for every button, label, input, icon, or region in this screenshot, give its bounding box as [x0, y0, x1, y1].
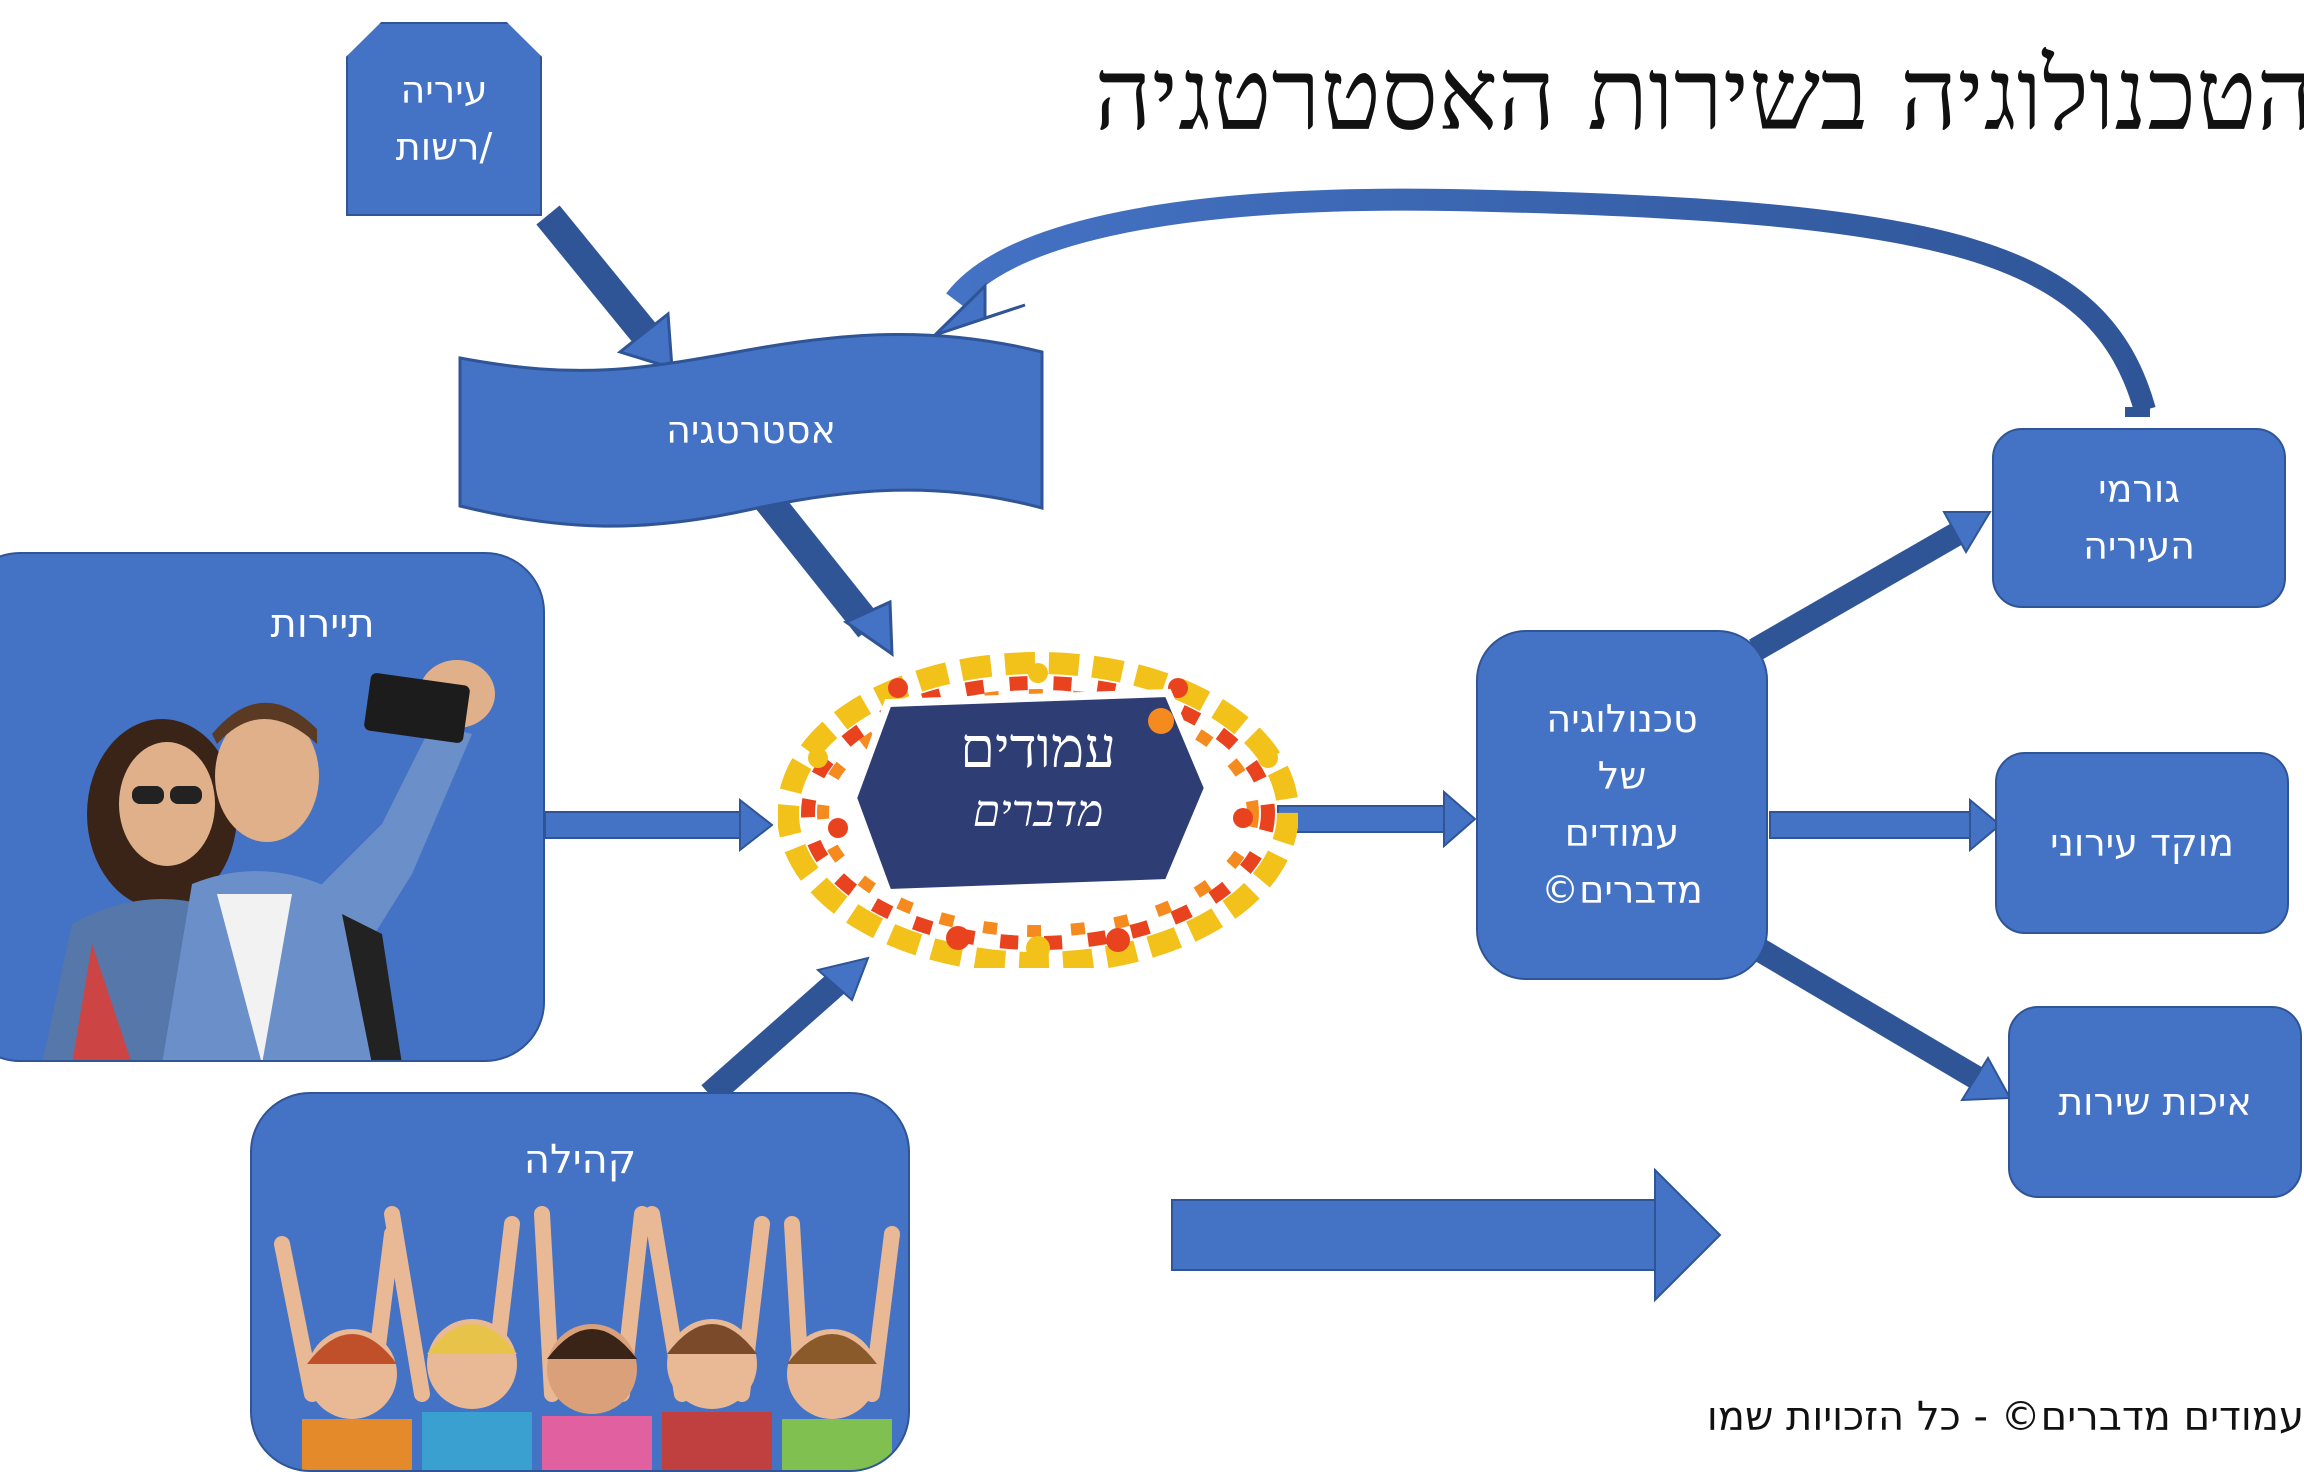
page-title: הטכנולוגיה בשירות האסטרטגיה: [1094, 36, 2304, 153]
arrow-tourism-to-logo: [544, 797, 774, 853]
logo-figures-ring: [778, 652, 1298, 968]
arrow-city-to-strategy: [536, 205, 674, 371]
node-city-factors: גורמי העיריה: [1992, 428, 2286, 608]
node-community: קהילה: [250, 1092, 910, 1472]
node-city-center: מוקד עירוני: [1995, 752, 2289, 934]
logo-text-line2: מדברים: [972, 786, 1104, 837]
logo: עמודים מדברים: [778, 648, 1298, 968]
arrow-logo-to-technology: [1277, 789, 1477, 849]
node-tourism: תיירות: [0, 552, 545, 1062]
node-city-center-label: מוקד עירוני: [2050, 820, 2234, 865]
node-city-factors-label: גורמי העיריה: [2083, 467, 2195, 568]
node-service-quality: איכות שירות: [2008, 1006, 2302, 1198]
big-right-arrow: [1171, 1167, 1722, 1303]
node-city-authority: עיריה /רשות: [346, 22, 542, 216]
node-technology: טכנולוגיה של עמודים מדברים©: [1476, 630, 1768, 980]
copyright-footer: עמודים מדברים© - כל הזכויות שמורות: [1704, 1394, 2304, 1440]
node-strategy: אסטרטגיה: [458, 330, 1044, 530]
arrow-technology-to-city-center: [1769, 797, 2002, 853]
node-community-label: קהילה: [523, 1137, 637, 1183]
arrow-community-to-logo: [701, 956, 870, 1105]
node-tourism-label: תיירות: [270, 601, 375, 647]
strategy-shape: [458, 333, 1044, 528]
node-service-quality-label: איכות שירות: [2058, 1079, 2252, 1124]
arrow-technology-to-city-factors: [1749, 511, 1992, 661]
arrow-strategy-to-logo: [756, 490, 894, 657]
tourism-photo: [42, 660, 495, 1060]
node-strategy-label: אסטרטגיה: [666, 408, 836, 452]
logo-text-line1: עמודים: [960, 716, 1116, 781]
node-technology-label: טכנולוגיה של עמודים מדברים©: [1541, 697, 1703, 912]
arrow-technology-to-service-quality: [1753, 939, 2012, 1102]
connectors-layer: [536, 188, 2156, 1303]
node-city-authority-label: עיריה /רשות: [395, 68, 493, 169]
curved-feedback-arrow: [933, 188, 2156, 417]
signal-icon: [1148, 708, 1174, 734]
